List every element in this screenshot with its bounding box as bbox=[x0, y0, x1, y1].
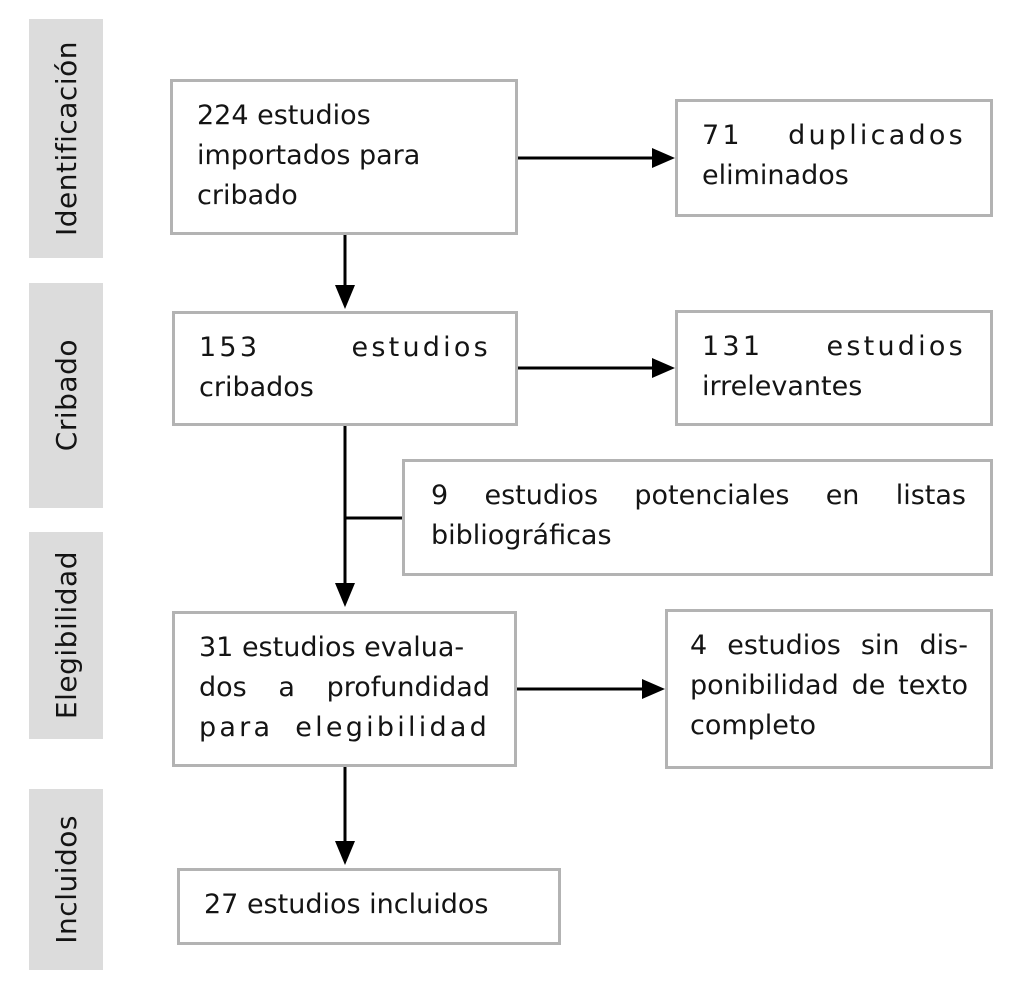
box-no-fulltext: 4 estudios sin dis- ponibilidad de texto… bbox=[665, 609, 993, 769]
box-line: eliminados bbox=[702, 160, 849, 191]
stage-bar-elegibilidad: Elegibilidad bbox=[29, 532, 103, 739]
arrow-assessed-to-nofulltext-head bbox=[642, 679, 665, 699]
arrow-imported-to-duplicates-head bbox=[652, 148, 675, 168]
stage-bar-cribado: Cribado bbox=[29, 283, 103, 508]
box-line: 9 estudios potenciales en listas bbox=[431, 480, 966, 511]
stage-label-incluidos: Incluidos bbox=[49, 815, 83, 944]
box-line: cribado bbox=[197, 180, 298, 211]
box-studies-screened: 153 estudios cribados bbox=[172, 311, 518, 426]
box-duplicates-removed: 71 duplicados eliminados bbox=[675, 99, 993, 217]
box-line: 224 estudios bbox=[197, 100, 371, 131]
box-line: ponibilidad de texto bbox=[690, 670, 968, 701]
box-line: 131 estudios bbox=[702, 331, 966, 362]
stage-bar-incluidos: Incluidos bbox=[29, 789, 103, 970]
box-line: para elegibilidad bbox=[199, 712, 490, 743]
box-line: cribados bbox=[199, 372, 314, 403]
box-line: importados para bbox=[197, 140, 421, 171]
stage-label-identificacion: Identificación bbox=[49, 40, 83, 236]
box-line: bibliográficas bbox=[431, 520, 612, 551]
stage-label-cribado: Cribado bbox=[49, 339, 83, 452]
box-line: 4 estudios sin dis- bbox=[690, 630, 968, 661]
box-line: 71 duplicados bbox=[702, 120, 966, 151]
box-irrelevant-studies: 131 estudios irrelevantes bbox=[675, 310, 993, 426]
box-line: 27 estudios incluidos bbox=[204, 889, 489, 920]
box-line: irrelevantes bbox=[702, 371, 863, 402]
box-line: completo bbox=[690, 710, 817, 741]
box-line: 31 estudios evalua- bbox=[199, 632, 465, 663]
box-reference-list-studies: 9 estudios potenciales en listas bibliog… bbox=[402, 459, 993, 576]
box-line: 153 estudios bbox=[199, 332, 491, 363]
arrow-assessed-to-included-head bbox=[335, 841, 355, 865]
arrow-screened-to-assessed-head bbox=[335, 583, 355, 607]
box-studies-included: 27 estudios incluidos bbox=[177, 868, 561, 945]
stage-bar-identificacion: Identificación bbox=[29, 19, 103, 258]
arrow-imported-to-screened-head bbox=[335, 285, 355, 309]
arrow-screened-to-irrelevant-head bbox=[652, 358, 675, 378]
stage-label-elegibilidad: Elegibilidad bbox=[49, 551, 83, 720]
box-line: dos a profundidad bbox=[199, 672, 490, 703]
box-imported-studies: 224 estudios importados para cribado bbox=[170, 79, 518, 235]
box-assessed-eligibility: 31 estudios evalua- dos a profundidad pa… bbox=[172, 611, 517, 767]
